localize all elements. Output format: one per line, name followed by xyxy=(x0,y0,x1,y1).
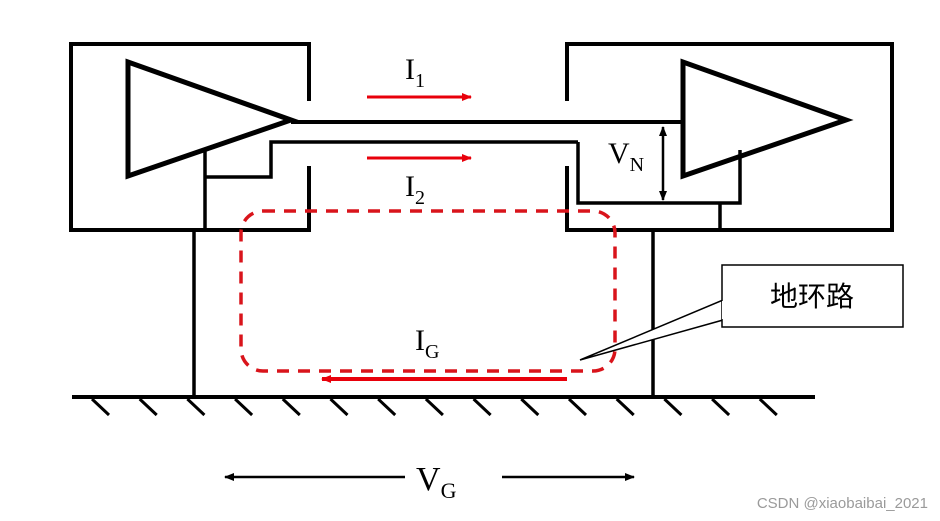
vn-label: VN xyxy=(608,137,644,176)
driver-amplifier-icon xyxy=(125,58,299,180)
ground-hatch-mark xyxy=(472,397,492,417)
receiver-internal-wiring xyxy=(576,142,742,230)
i2-label: I2 xyxy=(405,170,425,209)
ground-hatch-mark xyxy=(138,397,158,417)
ground-hatch-mark xyxy=(90,397,111,417)
ground-hatch-mark xyxy=(186,397,206,417)
receiver-enclosure xyxy=(565,42,894,232)
ground-hatching xyxy=(90,397,778,417)
vg-label: VG xyxy=(416,461,457,503)
ground-hatch-mark xyxy=(711,397,731,417)
ground-hatch-mark xyxy=(329,397,349,417)
driver-internal-wiring xyxy=(203,140,578,230)
ground-hatch-mark xyxy=(234,397,254,417)
ground-hatch-mark xyxy=(520,397,540,417)
ground-loop-path xyxy=(239,209,617,373)
callout-label: 地环路 xyxy=(770,280,854,313)
driver-enclosure xyxy=(69,42,311,232)
ground-hatch-mark xyxy=(758,397,778,417)
ground-hatch-mark xyxy=(615,397,635,417)
ground-hatch-mark xyxy=(663,397,683,417)
receiver-amplifier-icon xyxy=(680,58,854,180)
ground-hatch-mark xyxy=(281,397,301,417)
callout-box xyxy=(721,264,904,328)
ground-hatch-mark xyxy=(424,397,444,417)
watermark: CSDN @xiaobaibai_2021 xyxy=(757,495,928,512)
ground-hatch-mark xyxy=(567,397,588,417)
ground-hatch-mark xyxy=(377,397,397,417)
ig-label: IG xyxy=(415,324,439,363)
i1-label: I1 xyxy=(405,53,425,92)
